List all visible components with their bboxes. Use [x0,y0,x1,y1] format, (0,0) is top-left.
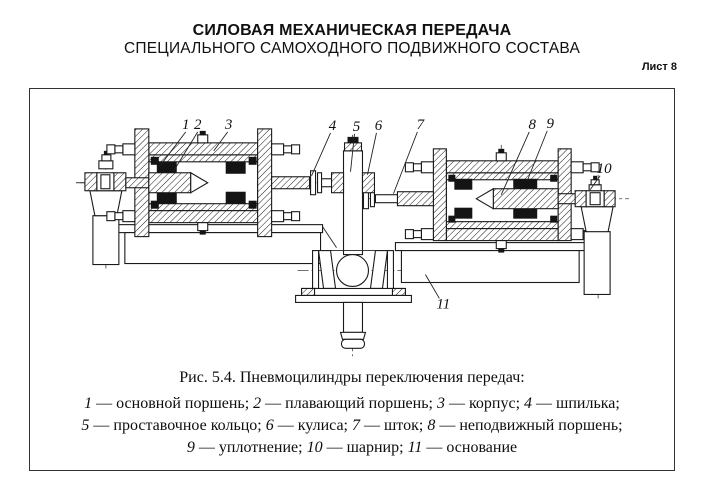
callout-1: 1 [182,117,189,133]
page-header: СИЛОВАЯ МЕХАНИЧЕСКАЯ ПЕРЕДАЧА СПЕЦИАЛЬНО… [0,22,704,58]
rocker-linkage [295,136,412,349]
legend-row: 1 — основной поршень; 2 — плавающий порш… [84,395,620,412]
callout-9: 9 [546,116,554,132]
base-right [394,242,592,284]
legend-row: 5 — проставочное кольцо; 6 — кулиса; 7 —… [81,417,623,434]
left-cylinder-assembly [106,128,335,238]
callout-11: 11 [436,296,450,312]
callout-3: 3 [224,117,232,133]
sheet-label: Лист 8 [641,61,677,73]
left-support [75,150,127,266]
legend-row: 9 — уплотнение; 10 — шарнир; 11 — основа… [186,439,518,456]
callout-5: 5 [353,119,361,135]
technical-drawing: 1 2 3 4 5 6 7 8 9 10 11 [75,116,630,357]
callout-4: 4 [329,118,337,134]
page-subtitle: СПЕЦИАЛЬНОГО САМОХОДНОГО ПОДВИЖНОГО СОСТ… [124,40,580,57]
page-title: СИЛОВАЯ МЕХАНИЧЕСКАЯ ПЕРЕДАЧА [192,22,512,39]
callout-10: 10 [597,161,612,177]
right-support [574,175,616,296]
callout-2: 2 [194,117,202,133]
right-cylinder-assembly [362,148,600,253]
figure-legend: 1 — основной поршень; 2 — плавающий порш… [30,393,674,459]
figure-frame: 1 2 3 4 5 6 7 8 9 10 11 Рис. 5.4. Пневмо… [29,88,675,471]
callout-8: 8 [528,117,536,133]
callouts: 1 2 3 4 5 6 7 8 9 10 11 [160,116,612,312]
callout-6: 6 [375,118,383,134]
figure-caption: Рис. 5.4. Пневмоцилиндры переключения пе… [179,369,525,386]
callout-7: 7 [417,117,425,133]
ball-joint [335,254,370,288]
